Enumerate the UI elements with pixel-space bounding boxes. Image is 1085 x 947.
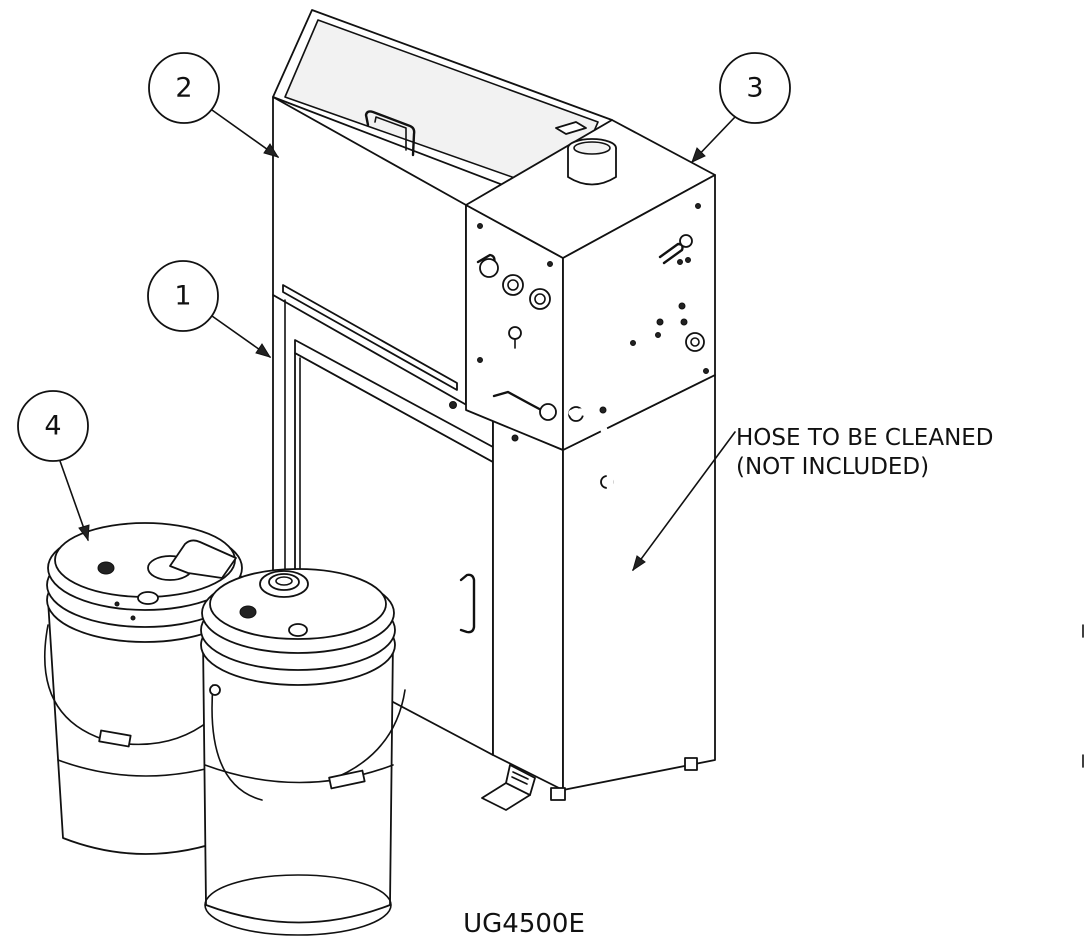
machine-cabinet bbox=[272, 9, 716, 811]
bucket-rear bbox=[44, 522, 244, 855]
balloon-1-label: 1 bbox=[174, 281, 191, 312]
balloon-4-label: 4 bbox=[44, 411, 61, 442]
balloon-4: 4 bbox=[17, 390, 90, 542]
hose-callout-line1: HOSE TO BE CLEANED bbox=[736, 425, 994, 451]
hose-to-be-cleaned bbox=[568, 408, 664, 761]
bucket-front bbox=[200, 568, 406, 936]
hose-callout: HOSE TO BE CLEANED (NOT INCLUDED) bbox=[632, 425, 994, 572]
balloon-1: 1 bbox=[147, 260, 272, 358]
hose-callout-line2: (NOT INCLUDED) bbox=[736, 454, 929, 480]
balloon-2: 2 bbox=[148, 52, 280, 158]
model-label: UG4500E bbox=[463, 909, 585, 939]
balloon-3-label: 3 bbox=[746, 73, 763, 104]
balloon-2-label: 2 bbox=[175, 73, 192, 104]
balloon-3: 3 bbox=[691, 52, 791, 163]
